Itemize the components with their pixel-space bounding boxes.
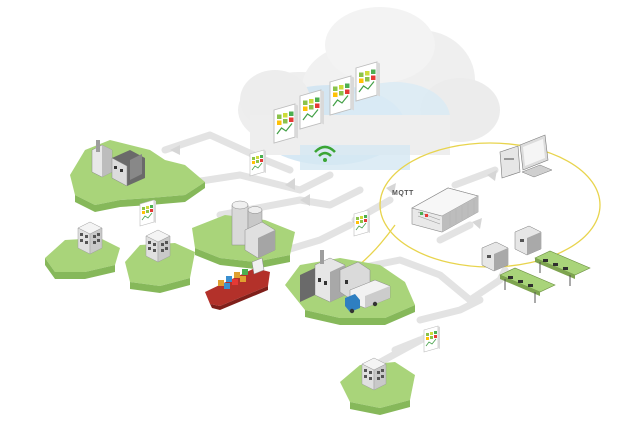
report-document-icon [249,149,267,177]
industrial-robot-icon [514,225,542,256]
report-document-icon [299,89,325,130]
report-document-icon [329,75,355,116]
report-document-icon [273,103,299,144]
report-document-icon [139,199,157,227]
factory-icon [231,200,276,259]
conveyor-belt-icon [499,267,556,303]
report-document-icon [423,325,441,353]
cargo-ship-icon [205,257,270,310]
wifi-icon [314,145,336,162]
office-building-icon [77,221,103,255]
conveyor-belt-icon [534,250,591,286]
land-region-south-west [125,243,195,293]
computer-monitor-icon [499,134,553,179]
report-document-icon [355,61,381,102]
industrial-robot-icon [481,241,509,272]
office-building-icon [361,357,387,391]
edge-gateway-server-icon [411,187,479,233]
report-document-icon [353,209,371,237]
office-building-icon [145,229,171,263]
factory-icon [91,140,145,187]
delivery-truck-icon [345,279,391,314]
mqtt-label: MQTT [392,190,414,197]
